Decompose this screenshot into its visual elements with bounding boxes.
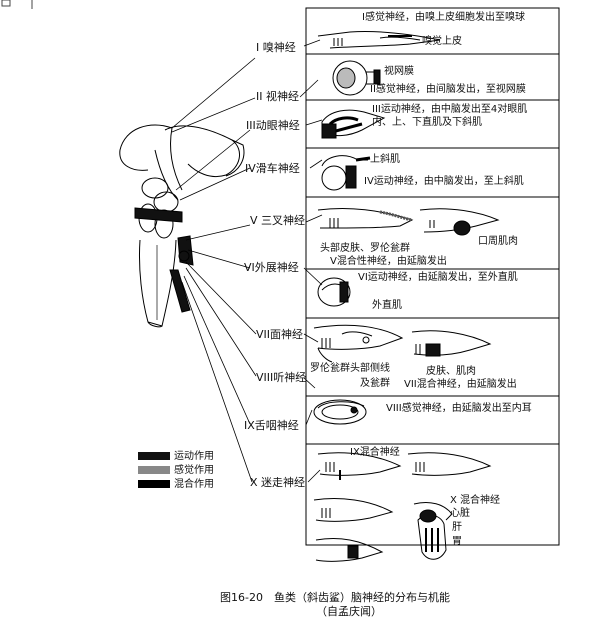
panel-7-part-3: 皮肤、肌肉 <box>426 366 476 377</box>
figure-caption: 图16-20 鱼类（斜齿鲨）脑神经的分布与机能 <box>220 591 450 604</box>
nerve-label-5: V 三叉神经 <box>250 214 306 227</box>
panel-2-desc: II感觉神经，由间脑发出，至视网膜 <box>370 84 526 95</box>
legend-swatch-mixed <box>138 480 170 488</box>
panel-10-part-1: 心脏 <box>450 508 470 519</box>
legend-label-motor: 运动作用 <box>174 451 214 462</box>
nerve-label-3: III动眼神经 <box>246 119 300 132</box>
panel-9-illustration <box>317 452 492 480</box>
nerve-label-10: X 迷走神经 <box>250 476 306 489</box>
nerve-label-2: II 视神经 <box>256 90 299 103</box>
panel-10-illustration <box>313 498 453 562</box>
corner-mark <box>1 0 33 9</box>
panel-10-part-2: 肝 <box>452 522 462 533</box>
panel-8-illustration <box>313 399 367 425</box>
panel-7-part-1: 罗伦瓮群头部侧线 <box>310 363 390 374</box>
nerve-label-7: VII面神经 <box>256 328 304 341</box>
panel-10-part-3: 胃 <box>452 536 462 547</box>
nerve-label-1: I 嗅神经 <box>256 41 296 54</box>
panel-6-illustration <box>317 277 351 307</box>
panel-4-desc: IV运动神经，由中脑发出，至上斜肌 <box>364 176 524 187</box>
nerve-label-6: VI外展神经 <box>244 261 299 274</box>
legend-label-mixed: 混合作用 <box>174 479 214 490</box>
panel-3-illustration <box>321 109 386 139</box>
panel-5-desc-1: V混合性神经，由延脑发出 <box>330 256 447 267</box>
legend-label-sensory: 感觉作用 <box>174 465 214 476</box>
panel-9-desc: IX混合神经 <box>350 447 400 458</box>
panel-5-part-1: 口周肌肉 <box>478 236 518 247</box>
panel-5-part-2: 头部皮肤、罗伦瓮群 <box>320 243 410 254</box>
nerve-label-9: IX舌咽神经 <box>244 419 299 432</box>
legend-swatch-sensory <box>138 466 170 474</box>
panel-4-illustration <box>321 155 371 191</box>
panel-6-desc: VI运动神经，由延脑发出，至外直肌 <box>358 272 518 283</box>
panel-4-part: 上斜肌 <box>370 154 400 165</box>
nerve-label-8: VIII听神经 <box>256 371 307 384</box>
panel-3-desc-2: 内、上、下直肌及下斜肌 <box>372 117 482 128</box>
panel-7-part-2: 及瓮群 <box>360 378 390 389</box>
panel-2-illustration <box>332 60 381 96</box>
panel-6-part: 外直肌 <box>372 300 402 311</box>
figure-caption-source: （自孟庆闻） <box>316 605 382 618</box>
panel-7-illustration <box>313 324 492 363</box>
brain-illustration <box>119 124 245 328</box>
panel-1-part: 嗅觉上皮 <box>422 36 462 47</box>
panel-3-desc-1: III运动神经，由中脑发出至4对眼肌 <box>372 104 528 115</box>
nerve-label-4: IV滑车神经 <box>245 162 300 175</box>
panel-7-desc: VII混合神经，由延脑发出 <box>404 379 517 390</box>
legend-swatches <box>138 452 170 488</box>
panel-2-part: 视网膜 <box>384 66 414 77</box>
panel-8-desc: VIII感觉神经，由延脑发出至内耳 <box>386 403 532 414</box>
panel-1-illustration <box>317 30 441 49</box>
leader-lines <box>171 39 323 483</box>
panel-10-desc: X 混合神经 <box>450 495 501 506</box>
panel-1-desc: I感觉神经，由嗅上皮细胞发出至嗅球 <box>362 12 525 23</box>
panel-5-illustration <box>317 208 500 236</box>
legend-swatch-motor <box>138 452 170 460</box>
